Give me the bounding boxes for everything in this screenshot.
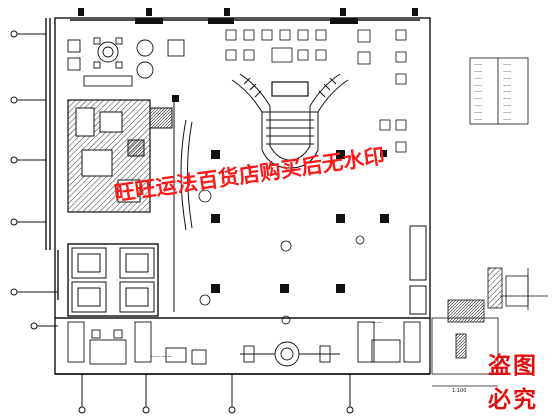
- legend-row-left: ——: [474, 110, 482, 115]
- reception-desk: [173, 100, 193, 312]
- legend-row-left: ——: [474, 69, 482, 74]
- legend-row-right: ——: [503, 82, 511, 87]
- legend-row-left: ——: [474, 116, 482, 121]
- legend-row-left: ——: [474, 103, 482, 108]
- stamp-line-2: 必究: [488, 387, 538, 413]
- stamp-line-1: 盗图: [488, 353, 538, 379]
- lobby-plants: [198, 189, 365, 325]
- legend-row-right: ——: [503, 89, 511, 94]
- grand-staircase: [231, 73, 349, 169]
- legend-row-right: ——: [503, 76, 511, 81]
- detail-plan: [431, 267, 548, 387]
- entrance-lounges: [67, 321, 421, 367]
- legend-row-right: ——: [503, 96, 511, 101]
- legend-rows: ————————————————————————————————————: [474, 62, 511, 121]
- legend-row-right: ——: [503, 62, 511, 67]
- top-wall-markers: [78, 8, 418, 24]
- elevator-bank: [67, 243, 159, 317]
- legend-row-right: ——: [503, 116, 511, 121]
- legend-row-left: ——: [474, 76, 482, 81]
- legend-row-left: ——: [474, 96, 482, 101]
- label-scale-note: 1:100: [452, 388, 466, 394]
- service-core: [67, 99, 173, 213]
- label-room-a: —— ——: [150, 354, 172, 360]
- legend-row-right: ——: [503, 69, 511, 74]
- legend-row-left: ——: [474, 82, 482, 87]
- legend-row-left: ——: [474, 89, 482, 94]
- legend-row-left: ——: [474, 62, 482, 67]
- legend-table: [469, 57, 529, 125]
- structural-columns: [172, 95, 389, 293]
- axis-markers: [10, 30, 354, 414]
- legend-row-right: ——: [503, 103, 511, 108]
- right-wing: [409, 18, 431, 374]
- dining-tables: [225, 29, 407, 153]
- legend-row-right: ——: [503, 110, 511, 115]
- label-room-b: ——: [372, 320, 382, 326]
- lounge-furniture-top-left: [67, 37, 185, 87]
